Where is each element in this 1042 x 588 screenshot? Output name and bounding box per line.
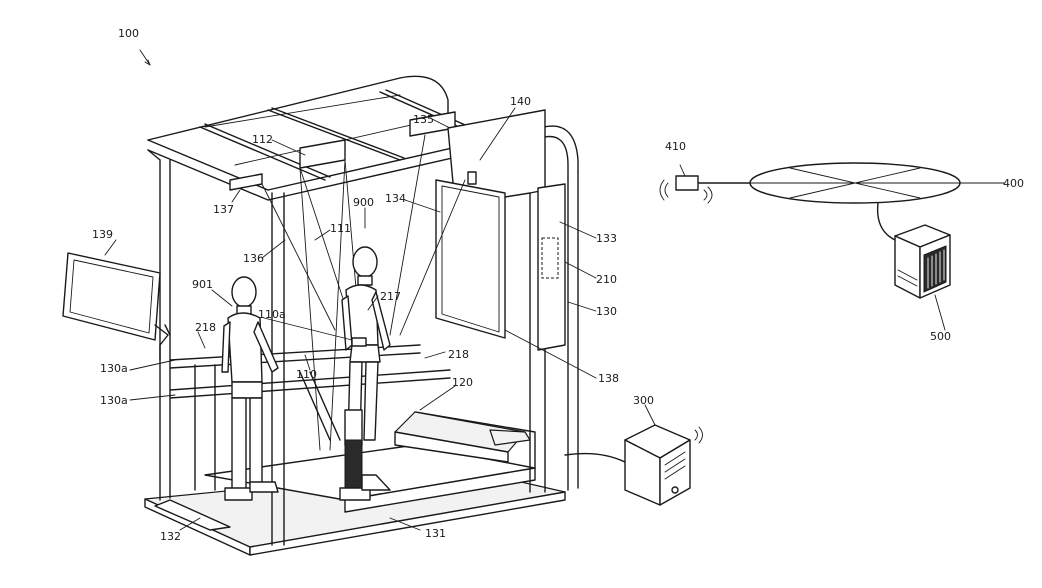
label-210: 210 (596, 273, 617, 286)
monitor (62, 252, 171, 361)
label-110a: 110a (258, 308, 286, 321)
label-138: 138 (598, 372, 619, 385)
label-500: 500 (930, 330, 951, 343)
label-134: 134 (385, 192, 406, 205)
label-130: 130 (596, 305, 617, 318)
label-132: 132 (160, 530, 181, 543)
access-point (659, 175, 713, 204)
label-120: 120 (452, 376, 473, 389)
pulling-wires (261, 134, 466, 451)
label-410: 410 (665, 140, 686, 153)
label-901: 901 (192, 278, 213, 291)
label-139: 139 (92, 228, 113, 241)
leader-lines (104, 49, 1006, 531)
training-apparatus (62, 75, 703, 556)
label-140: 140 (510, 95, 531, 108)
back-panel (447, 109, 566, 351)
trainer-figure (221, 276, 279, 501)
label-136: 136 (243, 252, 264, 265)
label-300: 300 (633, 394, 654, 407)
label-400: 400 (1003, 177, 1024, 190)
trainee-figure (339, 246, 391, 501)
network (659, 162, 961, 299)
label-135: 135 (413, 113, 434, 126)
label-111: 111 (330, 222, 351, 235)
top-frame (147, 75, 579, 201)
label-217: 217 (380, 290, 401, 303)
label-100: 100 (118, 27, 139, 40)
label-110: 110 (296, 368, 317, 381)
treadmill (204, 411, 536, 513)
label-218-left: 218 (195, 321, 216, 334)
reference-labels: 100 140 135 112 137 900 134 133 111 136 … (92, 27, 1024, 543)
label-130a-upper: 130a (100, 362, 128, 375)
label-131: 131 (425, 527, 446, 540)
control-unit-computer (564, 424, 703, 506)
label-130a-lower: 130a (100, 394, 128, 407)
display-board (435, 171, 506, 339)
server (894, 224, 951, 299)
label-133: 133 (596, 232, 617, 245)
label-112: 112 (252, 133, 273, 146)
label-218-right: 218 (448, 348, 469, 361)
label-137: 137 (213, 203, 234, 216)
label-900: 900 (353, 196, 374, 209)
